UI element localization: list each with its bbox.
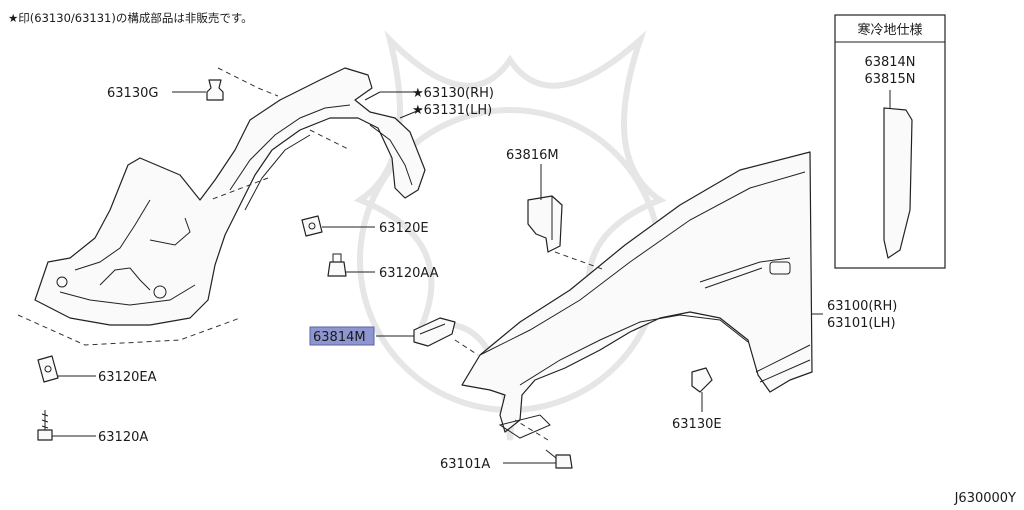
- label-63101-lh: 63101(LH): [827, 316, 896, 331]
- bolt-63120a: [37, 410, 53, 441]
- label-63816m: 63816M: [506, 148, 559, 163]
- header-note: ★印(63130/63131)の構成部品は非販売です。: [8, 11, 253, 25]
- inset-title: 寒冷地仕様: [857, 22, 922, 38]
- front-fender: [461, 151, 813, 439]
- label-63131-lh: ★63131(LH): [412, 103, 492, 118]
- label-63120a: 63120A: [98, 430, 148, 445]
- highlight-63814m: [309, 326, 375, 346]
- label-63101a: 63101A: [440, 457, 490, 472]
- label-63120ea: 63120EA: [98, 370, 157, 385]
- clip-63130e: [691, 367, 713, 393]
- bracket-63816m: [527, 195, 563, 253]
- leader-lines: [52, 91, 823, 464]
- label-63100-rh: 63100(RH): [827, 299, 897, 314]
- seal-63814m: [413, 317, 456, 347]
- clip-63120e: [301, 215, 323, 237]
- clip-63130g: [206, 79, 224, 101]
- inset-frame: [834, 14, 946, 269]
- label-63120aa: 63120AA: [379, 266, 439, 281]
- label-63120e: 63120E: [379, 221, 429, 236]
- fender-liner: [34, 67, 426, 326]
- nut-63120ea: [37, 355, 59, 383]
- inset-part-1: 63814N: [864, 55, 915, 70]
- label-63130-rh: ★63130(RH): [412, 86, 494, 101]
- label-63130e: 63130E: [672, 417, 722, 432]
- label-63814m[interactable]: 63814M: [313, 330, 366, 345]
- bolt-63101a: [545, 449, 573, 469]
- label-63130g: 63130G: [107, 86, 158, 101]
- diagram-id: J630000Y: [954, 491, 1016, 506]
- seal-63814n: [883, 107, 913, 259]
- clip-63120aa: [327, 253, 347, 277]
- inset-part-2: 63815N: [864, 72, 915, 87]
